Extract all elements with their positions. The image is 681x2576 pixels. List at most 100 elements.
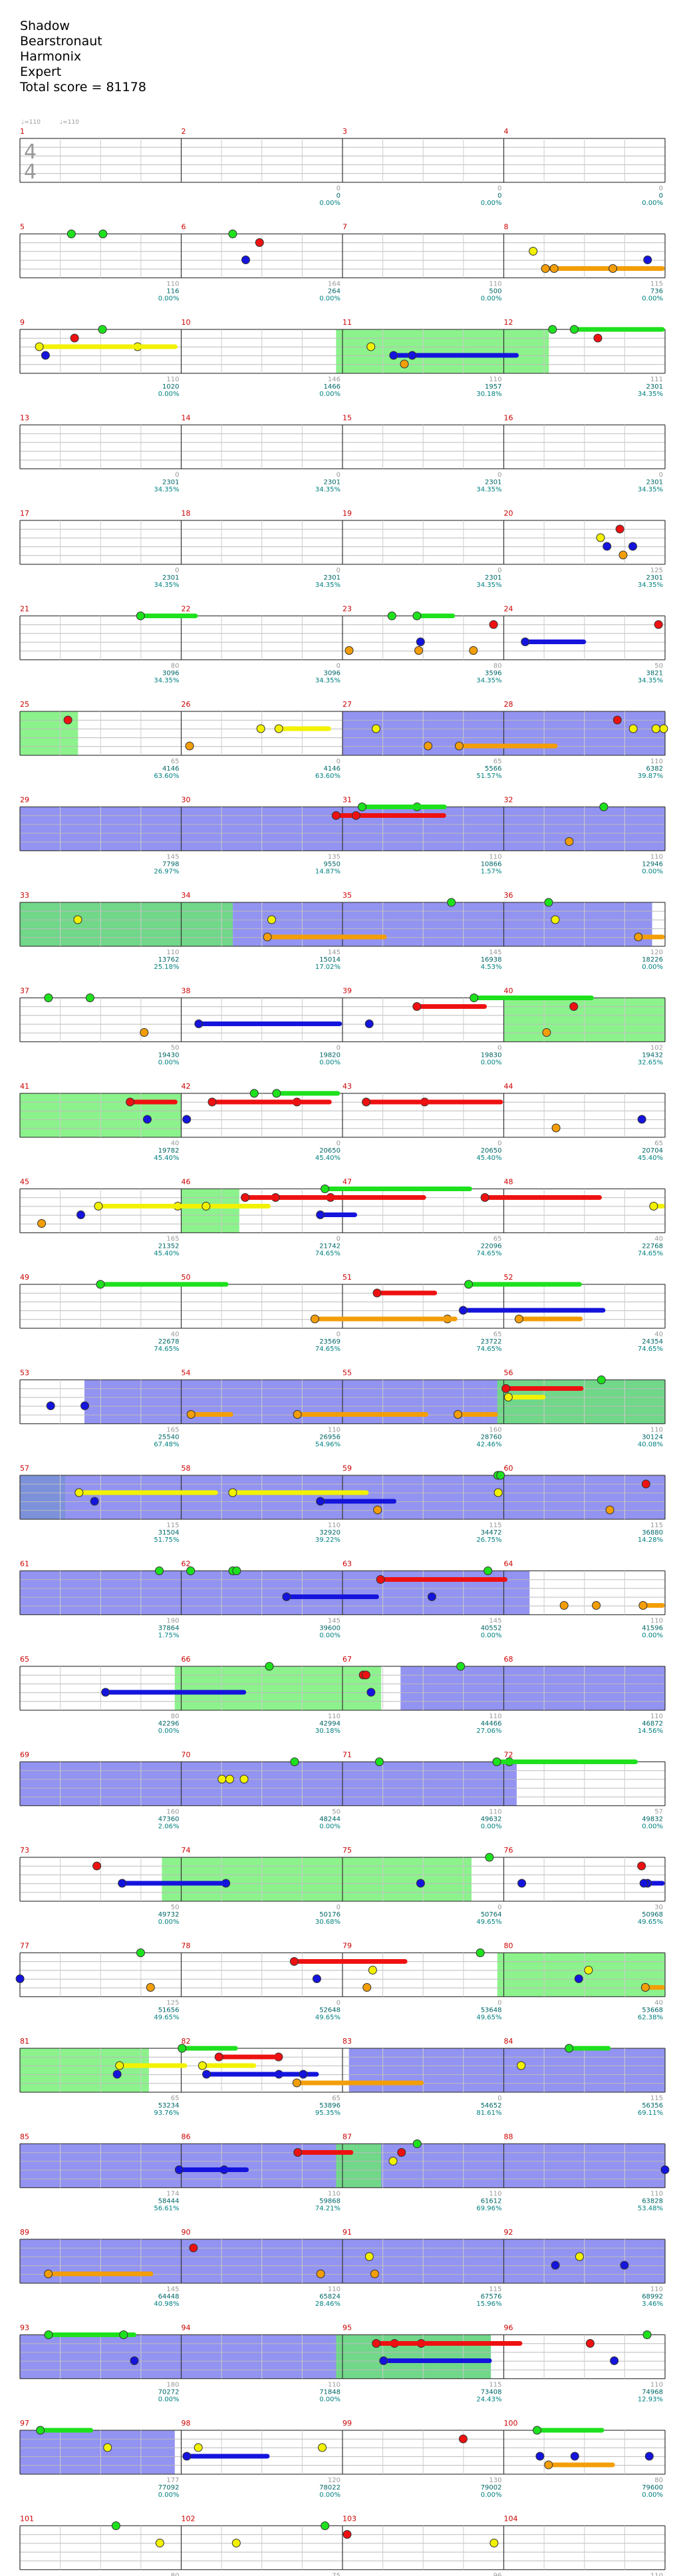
note-count: 40	[654, 1236, 663, 1243]
measure-number: 23	[342, 605, 352, 614]
green-note	[485, 1853, 494, 1862]
measure-number: 100	[504, 2419, 518, 2428]
measure-number: 19	[342, 509, 352, 518]
red-note	[412, 1002, 422, 1011]
measure-percent: 0.00%	[481, 1632, 502, 1640]
measure-score: 42296	[158, 1720, 180, 1728]
measure-number: 40	[504, 987, 513, 996]
note-count: 0	[337, 1904, 340, 1911]
measure-score: 50764	[481, 1911, 502, 1919]
green-note	[321, 2521, 330, 2530]
measure-percent: 34.35%	[476, 677, 501, 685]
green-note	[232, 1566, 241, 1575]
orange-note	[310, 1314, 319, 1324]
orange-note	[609, 264, 618, 273]
note-count: 40	[654, 1331, 663, 1338]
measure-number: 67	[342, 1655, 352, 1664]
green-note	[96, 1280, 105, 1289]
measure-percent: 74.65%	[315, 1250, 340, 1258]
measure-score: 2301	[485, 574, 501, 582]
green-note	[119, 2330, 128, 2339]
blue-note	[610, 2356, 619, 2365]
measure-score: 44466	[481, 1720, 502, 1728]
measure-number: 56	[504, 1369, 513, 1378]
yellow-note	[596, 533, 605, 542]
measure-number: 6	[182, 223, 186, 232]
measure-percent: 0.00%	[319, 1823, 340, 1831]
measure-score: 7798	[162, 861, 179, 868]
orange-note	[592, 1601, 601, 1610]
note-count: 180	[166, 2382, 179, 2389]
note-count: 0	[497, 472, 501, 479]
note-count: 0	[337, 1045, 340, 1052]
measure-score: 49732	[158, 1911, 180, 1919]
blue-note	[143, 1115, 152, 1124]
note-count: 125	[650, 567, 663, 574]
measure-number: 14	[182, 414, 191, 423]
measure-percent: 34.35%	[154, 486, 179, 494]
green-note	[548, 325, 557, 334]
note-count: 80	[171, 1713, 180, 1720]
measure-percent: 0.00%	[642, 1823, 663, 1831]
measure-percent: 74.65%	[154, 1346, 179, 1353]
measure-number: 94	[182, 2324, 191, 2332]
blue-note	[521, 638, 530, 646]
note-count: 146	[328, 376, 340, 383]
measure-number: 20	[504, 509, 513, 518]
measure-score: 63828	[642, 2198, 663, 2205]
yellow-note	[274, 724, 283, 733]
note-count: 110	[650, 2382, 663, 2389]
measure-score: 2301	[162, 479, 179, 486]
measure-score: 32920	[319, 1529, 340, 1537]
yellow-note	[318, 2443, 327, 2452]
orange-note	[542, 1028, 551, 1037]
blue-note	[299, 2070, 308, 2079]
note-count: 50	[171, 1904, 180, 1911]
yellow-note	[529, 247, 538, 256]
measure-number: 39	[342, 987, 352, 996]
orange-note	[400, 359, 409, 369]
note-count: 190	[166, 1618, 179, 1625]
measure-percent: 1.75%	[158, 1632, 180, 1640]
measure-number: 66	[182, 1655, 191, 1664]
note-count: 30	[654, 1904, 663, 1911]
measure-percent: 39.87%	[638, 773, 663, 780]
note-count: 115	[489, 2286, 501, 2293]
red-note	[489, 620, 498, 629]
note-count: 177	[166, 2477, 179, 2484]
blue-note	[628, 542, 637, 551]
measure-number: 42	[182, 1082, 191, 1091]
measure-percent: 63.60%	[315, 773, 340, 780]
measure-number: 76	[504, 1846, 513, 1855]
note-count: 0	[497, 1140, 501, 1147]
measure-percent: 0.00%	[319, 200, 340, 207]
measure-number: 47	[342, 1178, 352, 1187]
measure-score: 24354	[642, 1338, 663, 1346]
measure-percent: 28.46%	[315, 2300, 340, 2308]
measure-number: 85	[20, 2133, 29, 2141]
orange-note	[559, 1601, 569, 1610]
measure-percent: 74.21%	[315, 2205, 340, 2213]
measure-score: 0	[497, 192, 501, 200]
yellow-note	[388, 2157, 398, 2165]
red-note	[372, 2339, 381, 2348]
note-count: 115	[650, 2095, 663, 2102]
measure-number: 97	[20, 2419, 29, 2428]
measure-score: 13762	[158, 956, 180, 964]
orange-note	[638, 1601, 648, 1610]
measure-number: 59	[342, 1464, 352, 1473]
measure-number: 73	[20, 1846, 29, 1855]
measure-number: 101	[20, 2515, 34, 2523]
measure-score: 3096	[162, 670, 179, 677]
blue-note	[379, 2356, 388, 2365]
measure-percent: 34.35%	[154, 677, 179, 685]
measure-score: 47360	[158, 1816, 180, 1823]
red-note	[362, 1097, 371, 1107]
measure-score: 2301	[324, 479, 340, 486]
measure-number: 8	[504, 223, 509, 232]
measure-score: 23569	[319, 1338, 340, 1346]
measure-percent: 34.35%	[476, 582, 501, 589]
measure-number: 36	[504, 891, 513, 900]
note-count: 165	[166, 1427, 179, 1434]
measure-score: 500	[489, 288, 501, 295]
